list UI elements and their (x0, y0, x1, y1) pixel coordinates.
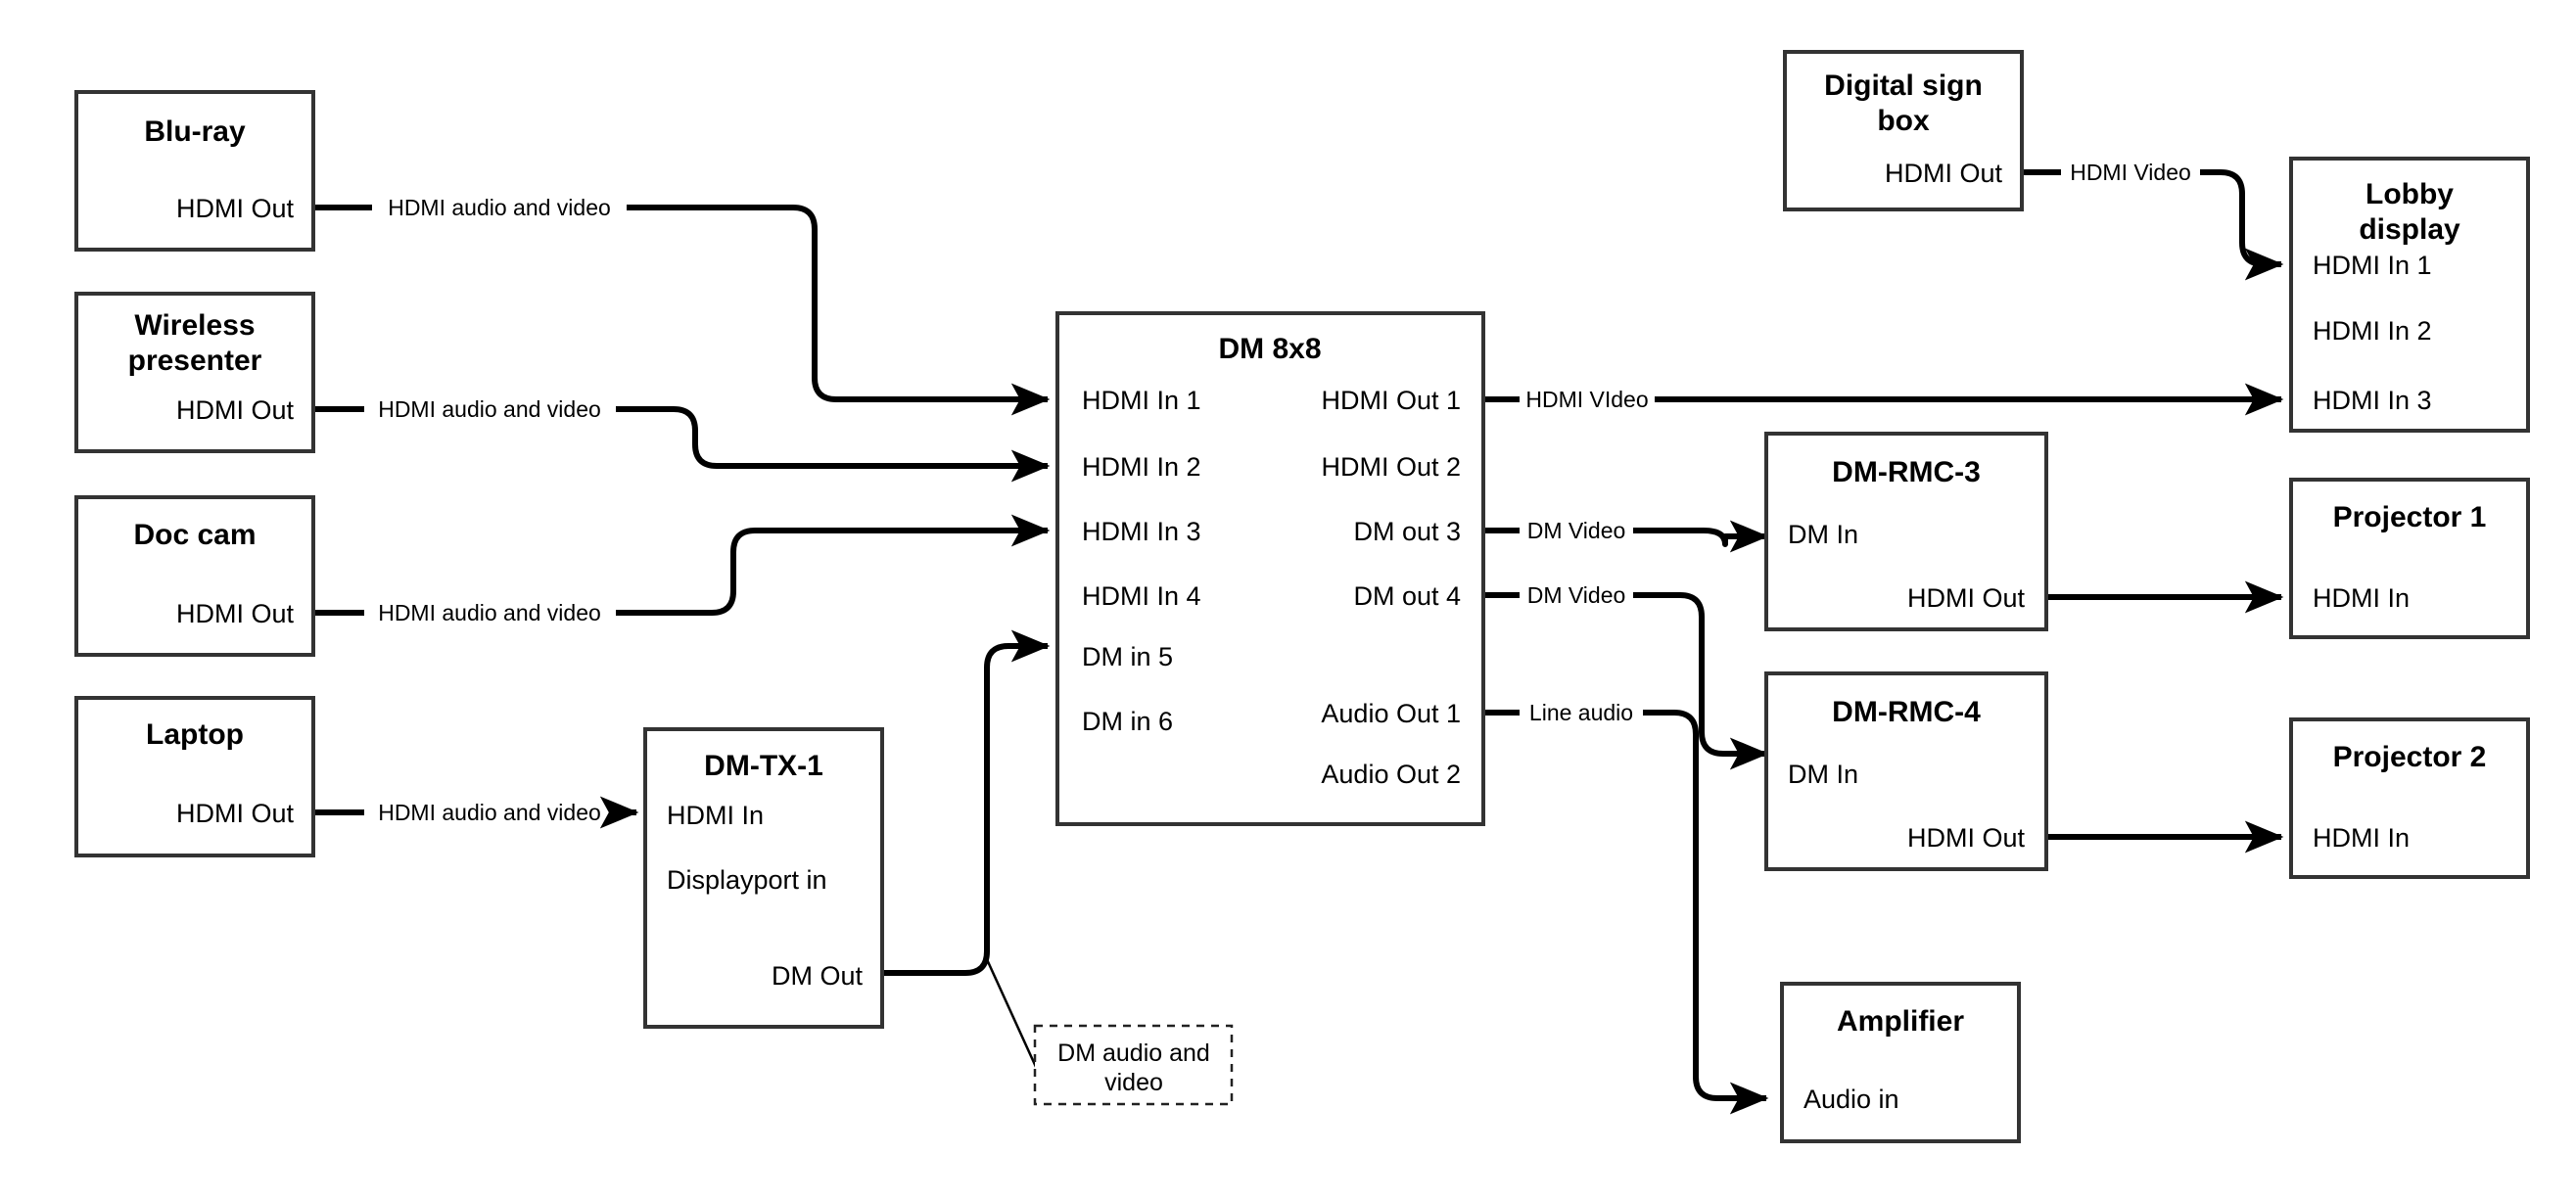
node-dm-rmc-4[interactable]: DM-RMC-4 DM In HDMI Out (1764, 671, 2048, 871)
edge-label-doccam: HDMI audio and video (378, 600, 601, 625)
port-dmtx1-hdmi-in: HDMI In (667, 801, 764, 830)
callout-dm-audio-and-video: DM audio and video (1033, 1024, 1234, 1106)
node-projector-1[interactable]: Projector 1 HDMI In (2289, 478, 2530, 639)
node-projector1-title: Projector 1 (2333, 501, 2487, 533)
port-rmc3-hdmi-out: HDMI Out (1907, 583, 2026, 613)
node-rmc4-title: DM-RMC-4 (1832, 696, 1981, 728)
node-amplifier[interactable]: Amplifier Audio in (1780, 982, 2021, 1143)
node-projector-2[interactable]: Projector 2 HDMI In (2289, 717, 2530, 879)
callout-leader-line (984, 956, 1038, 1068)
port-lobby-hdmi-in-1: HDMI In 1 (2313, 251, 2432, 280)
edge-label-hdmi-video-signbox: HDMI Video (2070, 160, 2191, 185)
node-dm-rmc-3[interactable]: DM-RMC-3 DM In HDMI Out (1764, 432, 2048, 631)
port-lobby-hdmi-in-2: HDMI In 2 (2313, 316, 2432, 346)
node-wireless-title-line1: Wireless (134, 309, 255, 342)
wire-dm8x8-dm-out-3-to-rmc3 (1483, 520, 1769, 553)
node-digital-sign-box[interactable]: Digital sign box HDMI Out (1783, 50, 2024, 211)
edge-label-dm-video-rmc4: DM Video (1527, 582, 1626, 608)
port-projector2-hdmi-in: HDMI In (2313, 823, 2410, 853)
node-signbox-title-line2: box (1877, 105, 1930, 137)
edge-label-dm-video-rmc3: DM Video (1527, 518, 1626, 543)
node-dm-tx-1[interactable]: DM-TX-1 HDMI In Displayport in DM Out (643, 727, 884, 1029)
port-rmc4-dm-in: DM In (1788, 760, 1858, 789)
wire-dm8x8-dm-out-4-to-rmc4 (1483, 592, 1769, 770)
port-dm8x8-hdmi-out-2: HDMI Out 2 (1321, 452, 1461, 482)
edge-label-wireless: HDMI audio and video (378, 396, 601, 422)
edge-label-bluray: HDMI audio and video (388, 195, 611, 220)
port-lobby-hdmi-in-3: HDMI In 3 (2313, 386, 2432, 415)
wire-wireless-to-dm8x8-hdmi-in-2 (313, 406, 1051, 483)
node-doc-cam[interactable]: Doc cam HDMI Out (74, 495, 315, 657)
node-wireless-title-line2: presenter (128, 345, 262, 377)
port-dm8x8-hdmi-out-1: HDMI Out 1 (1321, 386, 1461, 415)
port-dm8x8-hdmi-in-4: HDMI In 4 (1082, 581, 1201, 611)
edge-label-hdmi-video-lobby: HDMI VIdeo (1525, 387, 1648, 412)
port-rmc3-dm-in: DM In (1788, 520, 1858, 549)
port-dm8x8-dm-in-5: DM in 5 (1082, 642, 1173, 671)
wire-bluray-to-dm8x8-hdmi-in-1 (313, 205, 1051, 416)
port-dm8x8-hdmi-in-2: HDMI In 2 (1082, 452, 1201, 482)
port-laptop-hdmi-out: HDMI Out (176, 799, 295, 828)
port-dm8x8-audio-out-1: Audio Out 1 (1321, 699, 1461, 728)
node-laptop[interactable]: Laptop HDMI Out (74, 696, 315, 857)
node-dmtx1-title: DM-TX-1 (704, 750, 823, 782)
node-lobby-display[interactable]: Lobby display HDMI In 1 HDMI In 2 HDMI I… (2289, 157, 2530, 433)
port-doccam-hdmi-out: HDMI Out (176, 599, 295, 628)
port-dm8x8-dm-out-4: DM out 4 (1353, 581, 1461, 611)
port-wireless-hdmi-out: HDMI Out (176, 395, 295, 425)
node-projector2-title: Projector 2 (2333, 741, 2487, 773)
edge-label-laptop: HDMI audio and video (378, 800, 601, 825)
port-dmtx1-displayport-in: Displayport in (667, 865, 827, 895)
node-doccam-title: Doc cam (133, 519, 256, 551)
port-dm8x8-hdmi-in-1: HDMI In 1 (1082, 386, 1201, 415)
callout-text-line1: DM audio and (1057, 1039, 1210, 1067)
port-bluray-hdmi-out: HDMI Out (176, 194, 295, 223)
node-bluray-title: Blu-ray (144, 115, 246, 148)
wire-signbox-to-lobby-hdmi-in-1 (2022, 169, 2284, 281)
port-dmtx1-dm-out: DM Out (772, 961, 864, 991)
port-dm8x8-dm-out-3: DM out 3 (1353, 517, 1461, 546)
node-wireless-presenter[interactable]: Wireless presenter HDMI Out (74, 292, 315, 453)
port-dm8x8-audio-out-2: Audio Out 2 (1321, 760, 1461, 789)
edge-label-line-audio: Line audio (1529, 700, 1633, 725)
wire-dmtx1-to-dm8x8-dm-in-5 (881, 629, 1051, 976)
node-dm8x8-title: DM 8x8 (1218, 333, 1321, 365)
port-amplifier-audio-in: Audio in (1803, 1085, 1899, 1114)
node-bluray[interactable]: Blu-ray HDMI Out (74, 90, 315, 252)
node-signbox-title-line1: Digital sign (1824, 69, 1983, 102)
node-rmc3-title: DM-RMC-3 (1832, 456, 1981, 488)
node-dm-8x8[interactable]: DM 8x8 HDMI In 1 HDMI In 2 HDMI In 3 HDM… (1055, 311, 1485, 826)
wire-dm8x8-audio-out-1-to-amplifier (1483, 710, 1769, 1115)
node-lobby-title-line2: display (2359, 213, 2460, 246)
callout-text-line2: video (1104, 1069, 1163, 1096)
port-signbox-hdmi-out: HDMI Out (1885, 159, 2003, 188)
port-dm8x8-hdmi-in-3: HDMI In 3 (1082, 517, 1201, 546)
node-lobby-title-line1: Lobby (2365, 178, 2454, 210)
wire-doccam-to-dm8x8-hdmi-in-3 (313, 514, 1051, 616)
port-dm8x8-dm-in-6: DM in 6 (1082, 707, 1173, 736)
node-laptop-title: Laptop (146, 718, 244, 751)
node-amplifier-title: Amplifier (1837, 1005, 1964, 1038)
port-rmc4-hdmi-out: HDMI Out (1907, 823, 2026, 853)
port-projector1-hdmi-in: HDMI In (2313, 583, 2410, 613)
